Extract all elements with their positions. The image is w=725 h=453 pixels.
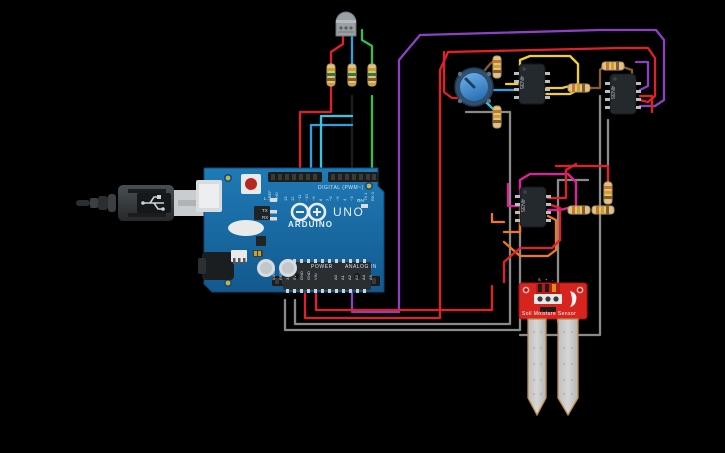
wire-green-sensor-top bbox=[360, 28, 374, 66]
resistor-r8 bbox=[567, 205, 591, 215]
resistor-r1 bbox=[326, 63, 336, 87]
wire-purple-analog bbox=[350, 28, 666, 314]
led-on bbox=[361, 204, 368, 208]
soil-moisture-sensor[interactable] bbox=[518, 282, 588, 417]
wire-red-soil-2 bbox=[502, 202, 562, 284]
probe-left bbox=[527, 318, 547, 417]
arduino-uno-board[interactable] bbox=[196, 167, 385, 293]
arduino-logo bbox=[290, 202, 327, 222]
temp-sensor[interactable] bbox=[335, 11, 357, 37]
wire-magenta-1 bbox=[518, 172, 578, 212]
resistor-r10 bbox=[603, 181, 613, 205]
resistor-r9 bbox=[591, 205, 615, 215]
wire-red-soil-3 bbox=[314, 284, 494, 312]
probe-right bbox=[557, 318, 579, 417]
wire-orange-3 bbox=[490, 212, 506, 224]
wire-red-soil-4 bbox=[554, 164, 610, 182]
usb-controller-ic bbox=[254, 206, 270, 220]
pot-indicator bbox=[464, 77, 476, 89]
ic-optocoupler-1[interactable] bbox=[514, 63, 550, 105]
resistor-r3 bbox=[367, 63, 377, 87]
led-l bbox=[270, 198, 277, 202]
sparkfun-flame-logo bbox=[570, 291, 577, 307]
wire-yellow-1 bbox=[518, 54, 580, 90]
resistor-r2 bbox=[347, 63, 357, 87]
wire-cyan-to-board bbox=[319, 114, 354, 170]
logo-signs bbox=[296, 208, 321, 216]
atmega-ic bbox=[283, 262, 371, 290]
usb-icon bbox=[141, 195, 165, 211]
potentiometer[interactable] bbox=[454, 67, 494, 107]
wire-purple-ic2 bbox=[634, 60, 650, 92]
wire-red-sensor bbox=[329, 28, 345, 114]
led-tx bbox=[270, 210, 277, 214]
wire-red-ic2 bbox=[638, 94, 654, 114]
resistor-r6 bbox=[567, 83, 591, 93]
led-rx bbox=[270, 217, 277, 221]
resistor-r4 bbox=[492, 55, 502, 79]
resistor-r7 bbox=[601, 61, 625, 71]
wire-blue-to-board bbox=[309, 123, 354, 170]
ic-optocoupler-2[interactable] bbox=[605, 73, 641, 115]
wire-orange-2 bbox=[502, 214, 558, 258]
wire-gray-1 bbox=[283, 218, 522, 332]
ic-optocoupler-3[interactable] bbox=[515, 186, 551, 228]
wire-red-to-board bbox=[298, 110, 333, 170]
small-ic bbox=[256, 236, 266, 246]
resistor-group bbox=[326, 55, 625, 215]
barrel-jack bbox=[202, 252, 234, 280]
resistor-r5 bbox=[492, 105, 502, 129]
crystal bbox=[228, 220, 264, 236]
